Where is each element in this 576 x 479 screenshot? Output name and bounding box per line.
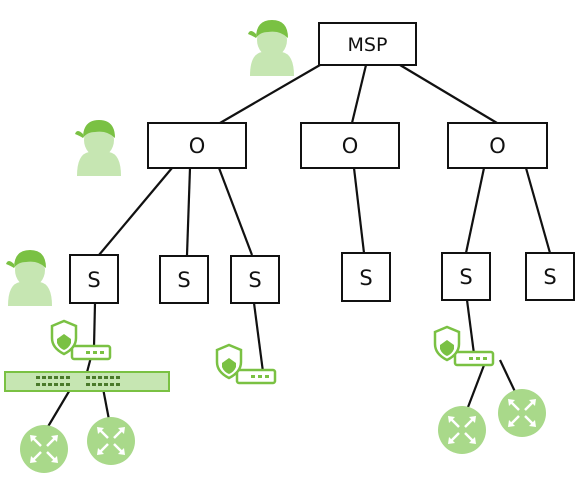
site-node-3[interactable]: S <box>230 255 280 304</box>
site-node-1[interactable]: S <box>69 254 119 304</box>
org-node-label: O <box>489 134 506 158</box>
site-node-6[interactable]: S <box>525 252 575 301</box>
site-node-label: S <box>248 268 261 292</box>
firewall-gateway-icon <box>433 325 495 367</box>
site-node-5[interactable]: S <box>441 252 491 301</box>
site-node-2[interactable]: S <box>159 255 209 304</box>
msp-node-label: MSP <box>348 34 388 56</box>
site-node-4[interactable]: S <box>341 252 391 302</box>
site-admin-person-icon <box>6 250 52 306</box>
site-node-label: S <box>359 266 372 290</box>
site-node-label: S <box>87 268 100 292</box>
access-point-icon <box>85 415 137 467</box>
site-node-label: S <box>459 265 472 289</box>
network-switch-icon <box>4 371 170 392</box>
connection-lines <box>45 64 552 431</box>
org-node-3[interactable]: O <box>447 122 548 169</box>
org-admin-person-icon <box>75 120 121 176</box>
firewall-gateway-icon <box>50 319 112 361</box>
site-node-label: S <box>543 265 556 289</box>
org-node-label: O <box>189 134 206 158</box>
org-node-1[interactable]: O <box>147 122 247 169</box>
org-node-label: O <box>342 134 359 158</box>
site-node-label: S <box>177 268 190 292</box>
access-point-icon <box>436 404 488 456</box>
msp-node[interactable]: MSP <box>318 22 417 66</box>
org-node-2[interactable]: O <box>300 122 400 169</box>
access-point-icon <box>18 423 70 475</box>
access-point-icon <box>496 387 548 439</box>
firewall-gateway-icon <box>215 343 277 385</box>
msp-admin-person-icon <box>248 20 294 76</box>
